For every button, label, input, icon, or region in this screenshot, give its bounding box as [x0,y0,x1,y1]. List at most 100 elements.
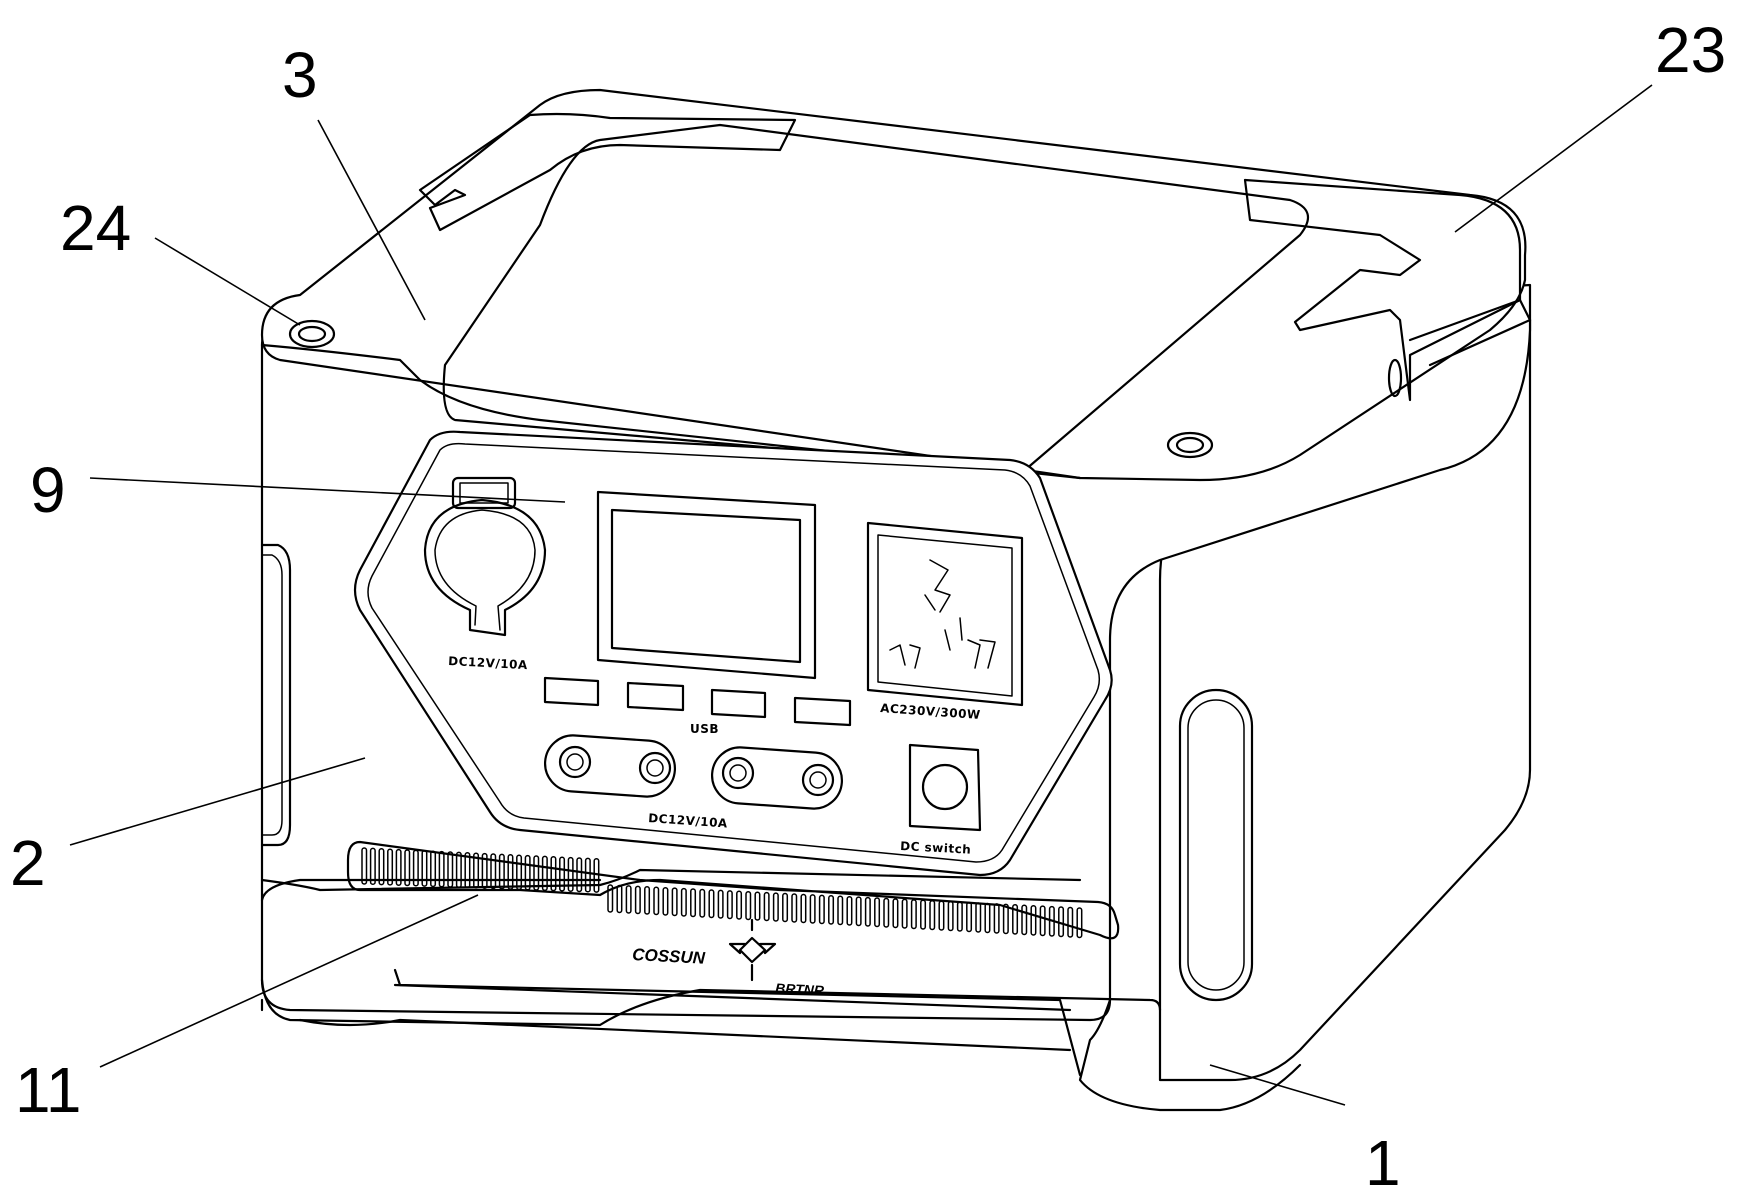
vent-slot [717,889,724,919]
dc-switch: DC switch [900,743,982,857]
vent-slot [516,854,523,891]
vent-slot [1076,907,1083,939]
vent-slot [680,887,687,917]
vent-slot [947,900,954,932]
front-panel: DC12V/10A AC230V/300W USB [353,430,1113,877]
vent-slot [378,848,385,886]
vent-slot [1048,905,1055,937]
vent-slot [464,852,471,889]
dc-outputs: DC12V/10A [543,734,844,831]
vent-slot [929,900,936,931]
bottom-base [260,868,1302,1112]
vent-slot [576,857,583,893]
vent-slot [763,891,770,922]
vent-slot [828,895,835,925]
vent-slot [625,885,632,914]
callout-9: 9 [30,454,66,526]
vent-slot [541,855,548,892]
vent-slot [369,847,376,886]
vent-slot [524,854,531,891]
vent-slot [616,884,623,914]
vent-slot [634,885,641,915]
vent-slot [901,898,908,929]
vent-slot [745,891,752,921]
vent-slot [498,853,505,890]
callout-1: 1 [1365,1127,1401,1198]
left-grip-recess [260,543,292,847]
vent-slot [708,889,715,919]
vent-slot [938,900,945,931]
vent-slot [772,892,779,922]
vent-slot [412,849,419,887]
vent-slot [892,898,899,929]
vent-slot [395,848,402,886]
vent-slot [533,855,540,891]
vent-slot [593,858,600,893]
callout-2: 2 [10,827,46,899]
vent-slot [662,886,669,916]
vent-slot [754,891,761,921]
logo-brand: COSSUN [632,945,706,968]
vent-slot [361,847,368,885]
vent-slot [455,851,462,889]
usb-label: USB [690,722,719,736]
vent-slot [1067,906,1074,938]
usb-ports: USB [543,676,852,736]
cig-socket-label: DC12V/10A [448,654,528,672]
vent-slot [736,890,743,920]
vent-slot [421,850,428,887]
vent-slot [966,901,973,933]
vent-slot [837,895,844,926]
vent-slot [956,901,963,932]
callout-3: 3 [282,39,318,111]
callout-24: 24 [60,192,131,264]
vent-slot [1002,903,1009,935]
right-grip-recess [1178,688,1254,1002]
vent-slot [550,856,557,892]
vent-slot [855,896,862,927]
vent-slot [782,892,789,923]
vent-slot [1030,904,1037,936]
dc-output-label: DC12V/10A [648,811,729,831]
vent-slot [690,888,697,918]
vent-slot [559,856,566,892]
vent-slot [481,852,488,889]
dc-switch-label: DC switch [900,839,972,857]
vent-slot [993,903,1000,934]
vent-slot [404,849,411,887]
vent-slot [507,854,514,890]
top-cover [260,88,1532,482]
vent-slot [791,893,798,923]
vent-slot [644,886,651,915]
vent-slot [818,894,825,925]
vent-slot [699,888,706,918]
vent-slot [430,850,437,888]
vent-slot [1039,905,1046,937]
vent-slot [809,894,816,924]
callout-11: 11 [15,1054,81,1126]
vent-slot [584,857,591,893]
lcd-display [596,490,817,680]
vent-slot [984,902,991,934]
vent-slot [653,886,660,916]
brand-logo: COSSUN BRTNR [632,918,825,999]
vent-slot [726,890,733,920]
cigarette-socket: DC12V/10A [423,476,547,672]
vent-slot [473,852,480,889]
vent-slot [567,856,574,892]
vent-slot [438,850,445,888]
vent-slot [920,899,927,930]
vent-slot [883,897,890,928]
vent-slot [671,887,678,917]
vent-slot [846,895,853,926]
vent-slot [387,848,394,886]
vent-slot [800,893,807,924]
vent-grille [346,840,1120,940]
vent-slot [975,902,982,933]
vent-slot [874,897,881,928]
vent-slot [447,851,454,888]
logo-sub: BRTNR [775,980,825,999]
vent-slot [910,899,917,930]
